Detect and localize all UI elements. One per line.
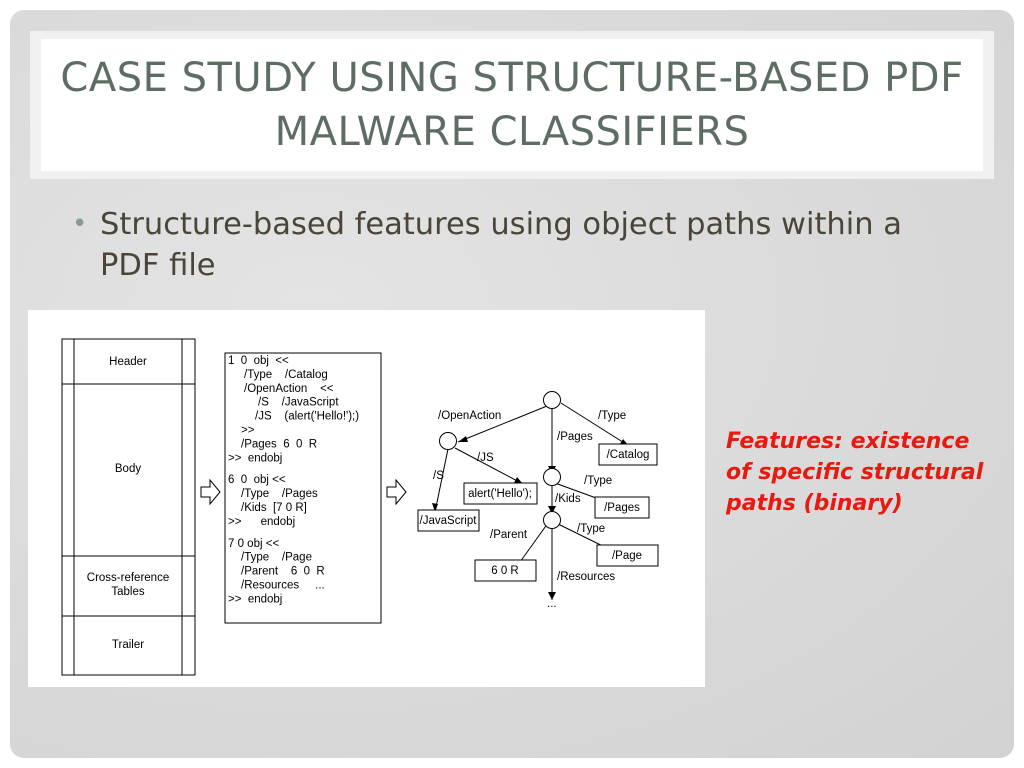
leaf-box-catalog (598, 443, 658, 466)
arrowhead-icon (458, 436, 468, 442)
bullet-text: Structure-based features using object pa… (100, 207, 902, 283)
code-line: >> (241, 425, 255, 437)
layout-body-label: Body (115, 463, 141, 475)
code-line: >> endobj (228, 452, 282, 464)
bullet-item: • Structure-based features using object … (72, 204, 952, 286)
arrowhead-icon (548, 592, 556, 600)
pdf-code-lines: 1 0 obj << /Type /Catalog/OpenAction << /S… (228, 355, 359, 605)
arrow-right-icon (386, 478, 407, 506)
tree-node-pages (543, 468, 561, 486)
leaf-catalog-label: /Catalog (607, 449, 650, 461)
code-line: /JS (alert('Hello!');) (255, 411, 359, 423)
pdf-layout-diagram (61, 338, 196, 676)
tree-node-kids (543, 511, 561, 529)
code-line: 6 0 obj << (228, 474, 286, 486)
tree-ellipsis: ... (547, 598, 557, 610)
features-note: Features: existence of specific structur… (726, 429, 984, 516)
code-line: /Resources ... (241, 580, 325, 592)
tree-nodes (439, 391, 561, 529)
code-line: 1 0 obj << (228, 355, 289, 367)
arrowhead-icon (432, 503, 438, 512)
arrow-right-icon (200, 478, 221, 506)
code-line: /Kids [7 0 R] (241, 502, 307, 514)
tree-node-root (543, 391, 561, 409)
tree-leaf-boxes (417, 443, 659, 582)
tree-node-openaction (439, 432, 457, 450)
code-line: /Type /Page (241, 552, 312, 564)
code-line: /Pages 6 0 R (241, 438, 317, 450)
edge-label-type-catalog: /Type (598, 410, 626, 422)
edge-label-pages: /Pages (557, 431, 593, 443)
code-line: >> endobj (228, 516, 295, 528)
leaf-box-javascript (417, 509, 480, 532)
code-line: 7 0 obj << (228, 538, 279, 550)
layout-trailer-label: Trailer (112, 639, 144, 651)
title-box: CASE STUDY USING STRUCTURE-BASED PDF MAL… (30, 31, 994, 179)
code-line: /S /JavaScript (258, 397, 339, 409)
pdf-code-box (224, 352, 382, 624)
page-title: CASE STUDY USING STRUCTURE-BASED PDF MAL… (41, 39, 983, 171)
edge-label-parent: /Parent (490, 529, 528, 541)
edge-label-kids: /Kids (555, 493, 581, 505)
code-line: /OpenAction << (244, 383, 334, 395)
edge-label-type-page: /Type (577, 523, 605, 535)
leaf-page-label: /Page (612, 550, 642, 562)
arrowhead-icon (514, 477, 523, 484)
tree-edges (434, 402, 630, 600)
pdf-layout-outer (61, 338, 196, 676)
leaf-box-page (596, 544, 659, 567)
code-line: /Type /Pages (241, 488, 318, 500)
edge-label-openaction: /OpenAction (438, 410, 501, 422)
edge-label-js: /JS (477, 452, 494, 464)
leaf-pages-label: /Pages (604, 502, 640, 514)
edge-label-type-pages: /Type (584, 475, 612, 487)
leaf-box-alert (463, 482, 538, 505)
leaf-box-pages (594, 496, 650, 519)
bullet-dot-icon: • (72, 209, 88, 239)
code-line: /Parent 6 0 R (241, 566, 325, 578)
layout-header-label: Header (109, 356, 147, 368)
slide: CASE STUDY USING STRUCTURE-BASED PDF MAL… (10, 10, 1014, 758)
leaf-box-ref (474, 559, 537, 582)
leaf-javascript-label: /JavaScript (420, 515, 478, 527)
code-line: >> endobj (228, 593, 282, 605)
arrowhead-icon (548, 506, 556, 514)
leaf-ref-label: 6 0 R (491, 565, 519, 577)
leaf-alert-label: alert('Hello'); (468, 488, 532, 500)
title-line-1: CASE STUDY USING STRUCTURE-BASED PDF (60, 55, 964, 101)
edge-label-resources: /Resources (557, 571, 615, 583)
code-line: /Type /Catalog (244, 369, 328, 381)
title-line-2: MALWARE CLASSIFIERS (274, 109, 750, 155)
edge-label-s: /S (433, 470, 444, 482)
